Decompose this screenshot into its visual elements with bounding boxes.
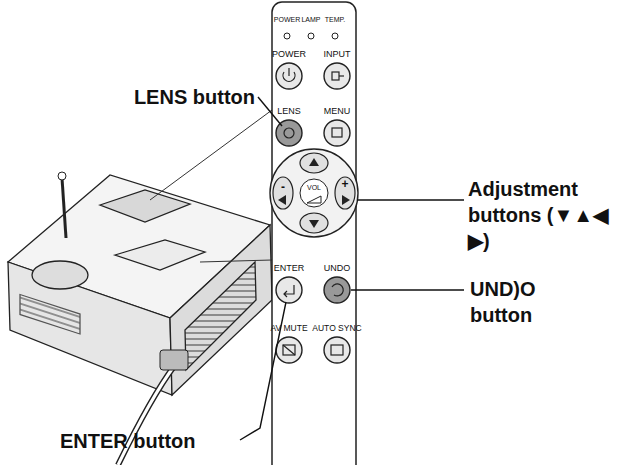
callout-label: Adjustment buttons (▼▲◀ ▶) [468,176,613,254]
button-label: AV MUTE [270,324,307,333]
callout-label: UND)O button [470,276,550,328]
callout-label: LENS button [95,86,255,108]
button-label: VOL [307,184,321,192]
button-label: INPUT [324,50,351,60]
button-label: POWER [272,50,306,60]
button-label: POWER [274,16,300,24]
button-label: - [281,181,285,194]
button-label: UNDO [324,264,351,274]
button-label: + [341,178,348,191]
button-label: LAMP [301,16,320,24]
callout-label: ENTER button [60,430,196,452]
button-label: LENS [277,107,301,117]
button-label: TEMP. [325,16,346,24]
button-label: AUTO SYNC [312,324,361,333]
button-label: ENTER [274,264,305,274]
button-label: MENU [324,107,351,117]
